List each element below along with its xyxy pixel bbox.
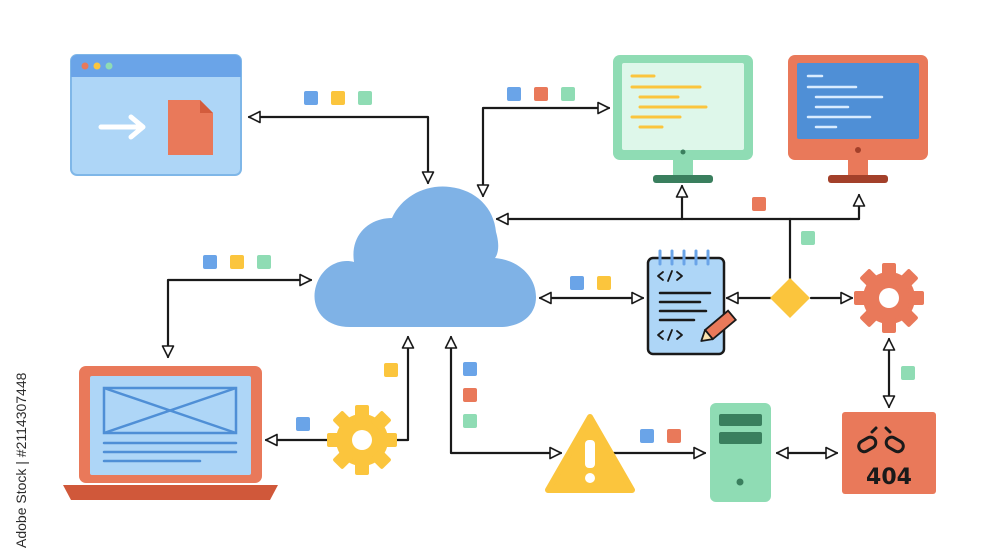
packet-blue: [463, 362, 477, 376]
watermark-text: Adobe Stock | #2114307448: [13, 372, 29, 548]
packet-orange: [534, 87, 548, 101]
error-code-label: 404: [866, 465, 912, 490]
packet-orange: [667, 429, 681, 443]
broken-link-404-icon: 404: [842, 412, 936, 494]
warning-triangle-icon: [545, 414, 635, 493]
packet-orange: [463, 388, 477, 402]
stock-watermark: Adobe Stock | #2114307448: [10, 316, 34, 548]
packet-orange: [752, 197, 766, 211]
packet-green: [901, 366, 915, 380]
packet-blue: [296, 417, 310, 431]
browser-window-icon: [70, 54, 242, 176]
packet-yellow: [230, 255, 244, 269]
decision-diamond-icon: [770, 278, 810, 318]
packet-green: [801, 231, 815, 245]
packet-yellow: [384, 363, 398, 377]
packet-blue: [507, 87, 521, 101]
connector-cloud-green-monitor: [476, 101, 611, 198]
cloud-icon: [314, 186, 536, 327]
data-packets: [203, 87, 915, 443]
laptop-icon: [63, 366, 278, 500]
packet-blue: [640, 429, 654, 443]
gear-yellow-icon: [327, 405, 397, 475]
packet-green: [257, 255, 271, 269]
code-monitor-orange-icon: [788, 55, 928, 183]
packet-green: [358, 91, 372, 105]
code-monitor-green-icon: [613, 55, 753, 183]
connector-right-bus-cloud: [495, 193, 866, 226]
packet-blue: [304, 91, 318, 105]
server-tower-icon: [710, 403, 771, 502]
gear-orange-icon: [854, 263, 924, 333]
connector-cloud-warning: [444, 335, 563, 460]
connector-browser-cloud: [247, 110, 435, 185]
packet-blue: [203, 255, 217, 269]
packet-green: [561, 87, 575, 101]
connector-gear-cloud: [394, 335, 415, 442]
packet-yellow: [597, 276, 611, 290]
packet-blue: [570, 276, 584, 290]
connector-cloud-laptop: [161, 273, 313, 359]
packet-yellow: [331, 91, 345, 105]
code-notepad-icon: [646, 249, 738, 356]
packet-green: [463, 414, 477, 428]
connectors: [161, 101, 896, 460]
